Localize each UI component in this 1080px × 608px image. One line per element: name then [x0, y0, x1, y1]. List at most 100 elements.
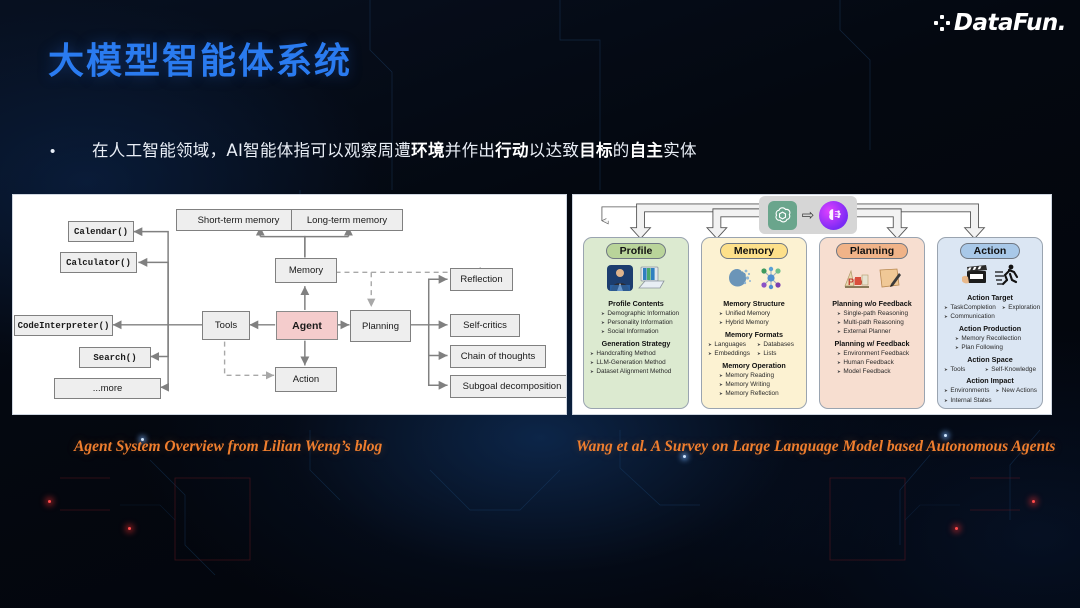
panel-list-item: Personality Information — [590, 318, 682, 327]
glow-dot — [944, 434, 947, 437]
panel-group-heading: Action Target — [967, 292, 1013, 302]
panel-group-heading: Memory Structure — [723, 298, 785, 308]
red-accent-dot — [48, 500, 51, 503]
panel-list-row: EmbeddingsLists — [708, 349, 800, 358]
bullet-marker: • — [50, 143, 56, 160]
panel-list-item: Embeddings — [708, 349, 751, 358]
panel-title-memory: Memory — [719, 243, 789, 259]
panel-list-item: Environments — [944, 386, 989, 395]
panel-list-row: Environments New Actions — [944, 386, 1037, 395]
businessman-photo-icon — [606, 265, 633, 291]
node-self-critics: Self-critics — [450, 314, 520, 337]
panel-list-item: Memory Reading — [708, 371, 800, 380]
panel-list-item: Single-path Reasoning — [826, 309, 918, 318]
panel-icons-profile — [606, 263, 666, 293]
panel-list-item: LLM-Generation Method — [590, 358, 682, 367]
red-accent-dot — [1032, 500, 1035, 503]
glow-dot — [141, 438, 144, 441]
panel-body-profile: Profile ContentsDemographic InformationP… — [588, 296, 684, 377]
node-planning: Planning — [350, 310, 411, 342]
panel-title-action: Action — [959, 243, 1021, 259]
figure-agent-system-overview: Short-term memory Long-term memory Memor… — [12, 194, 567, 415]
panel-list-row: Tools Self-Knowledge — [944, 365, 1036, 374]
bullet-emphasis: 行动 — [495, 141, 529, 160]
node-code-interpreter: CodeInterpreter() — [14, 315, 113, 336]
panel-body-memory: Memory StructureUnified MemoryHybrid Mem… — [706, 296, 802, 398]
panel-group-heading: Profile Contents — [608, 298, 664, 308]
panel-group-heading: Planning w/ Feedback — [834, 338, 910, 348]
panel-list-item: External Planner — [826, 327, 918, 336]
node-reflection: Reflection — [450, 268, 513, 291]
bullet-segment: 实体 — [663, 141, 697, 160]
panel-list-item: Social Information — [590, 327, 682, 336]
brain-particles-icon — [728, 269, 751, 287]
page-title: 大模型智能体系统 — [48, 41, 353, 82]
node-more: ...more — [54, 378, 161, 399]
panel-list-item: Communication — [944, 312, 1036, 321]
panel-list-item: Exploration — [1002, 303, 1040, 312]
panel-action: Action — [937, 237, 1043, 409]
caption-figure-left: Agent System Overview from Lilian Weng’s… — [74, 438, 383, 455]
panel-list-item: Hybrid Memory — [708, 318, 800, 327]
panel-list-item: Model Feedback — [826, 367, 918, 376]
red-accent-dot — [955, 527, 958, 530]
panel-body-action: Action TargetTaskCompletion ExplorationCo… — [942, 290, 1040, 405]
node-calendar: Calendar() — [68, 221, 134, 242]
glow-dot — [683, 455, 686, 458]
panel-icons-planning: PLA — [842, 263, 903, 293]
node-agent: Agent — [276, 311, 338, 340]
panel-profile: Profile Profile ContentsDemographic Info… — [583, 237, 689, 409]
node-subgoal-decomposition: Subgoal decomposition — [450, 375, 566, 398]
panel-group-heading: Memory Formats — [725, 329, 783, 339]
panel-group-heading: Action Impact — [966, 376, 1014, 386]
panel-list-item: Environment Feedback — [826, 349, 918, 358]
ai-brain-icon — [819, 200, 849, 230]
panel-group-heading: Action Space — [967, 354, 1013, 364]
binder-laptop-icon — [637, 266, 665, 289]
panel-list-item: Languages — [708, 340, 751, 349]
figure-llm-agent-survey: ⇨ Profile — [572, 194, 1052, 415]
panel-list-item: TaskCompletion — [944, 303, 995, 312]
panel-group-heading: Memory Operation — [722, 360, 786, 370]
bullet-text: 在人工智能领域，AI智能体指可以观察周遭环境并作出行动以达致目标的自主实体 — [92, 137, 697, 161]
caption-figure-right: Wang et al. A Survey on Large Language M… — [576, 438, 1056, 455]
panel-list-item: Internal States — [944, 396, 1036, 405]
bullet-segment: 以达致 — [528, 141, 580, 160]
bullet-segment: 在人工智能领域，AI智能体指可以观察周遭 — [92, 141, 412, 160]
panel-body-planning: Planning w/o FeedbackSingle-path Reasoni… — [824, 296, 920, 377]
node-short-term-memory: Short-term memory — [176, 209, 301, 231]
node-chain-of-thoughts: Chain of thoughts — [450, 345, 546, 368]
paper-pencil-icon — [879, 268, 901, 288]
panel-list-item: Self-Knowledge — [985, 365, 1036, 374]
bullet-segment: 并作出 — [444, 141, 496, 160]
panel-list-item: Handcrafting Method — [590, 349, 682, 358]
datafun-logo-dots-icon — [933, 15, 950, 31]
node-search: Search() — [79, 347, 151, 368]
datafun-logo-text: DataFun. — [953, 10, 1067, 36]
running-person-icon — [994, 264, 1018, 286]
panel-list-item: Memory Reflection — [708, 389, 800, 398]
llm-backbone-badge: ⇨ — [759, 196, 857, 234]
panel-list-row: LanguagesDatabases — [708, 340, 800, 349]
panel-icons-action — [961, 263, 1020, 287]
panel-title-planning: Planning — [835, 243, 909, 259]
node-tools: Tools — [202, 311, 250, 340]
panel-icons-memory — [725, 263, 784, 293]
panel-list-item: Unified Memory — [708, 309, 800, 318]
panel-group-heading: Generation Strategy — [601, 338, 671, 348]
node-calculator: Calculator() — [60, 252, 137, 273]
panel-list-item: New Actions — [995, 386, 1037, 395]
plan-blocks-icon: PLA — [843, 269, 869, 288]
panel-list-row: TaskCompletion Exploration — [944, 303, 1040, 312]
bullet-emphasis: 自主 — [629, 141, 664, 160]
panel-list-item: Demographic Information — [590, 309, 682, 318]
panel-group-heading: Planning w/o Feedback — [832, 298, 912, 308]
panel-list-item: Human Feedback — [826, 358, 918, 367]
arrow-right-icon: ⇨ — [801, 206, 815, 224]
panel-planning: Planning PLA Planning w/o FeedbackSingle… — [819, 237, 925, 409]
panel-list-item: Tools — [944, 365, 979, 374]
clapperboard-icon — [961, 265, 987, 284]
panel-list-item: Memory Writing — [708, 380, 800, 389]
panel-list-item: Plan Following — [944, 343, 1036, 352]
node-action: Action — [275, 367, 337, 392]
